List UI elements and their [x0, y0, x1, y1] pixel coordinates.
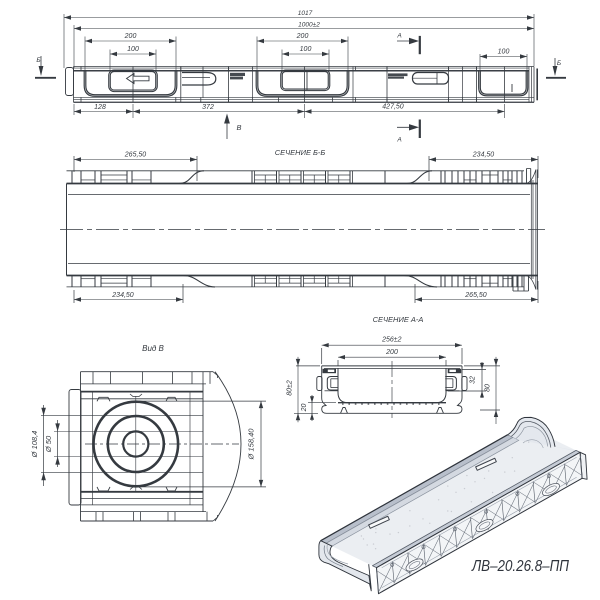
svg-text:Б: Б: [557, 60, 561, 67]
svg-text:200: 200: [296, 33, 309, 40]
svg-text:200: 200: [124, 33, 137, 40]
svg-text:256±2: 256±2: [381, 337, 402, 344]
svg-text:234,50: 234,50: [472, 152, 495, 159]
svg-text:Ø 50: Ø 50: [44, 435, 53, 453]
svg-text:А: А: [396, 33, 401, 40]
svg-text:20: 20: [301, 404, 308, 413]
svg-text:80: 80: [485, 384, 492, 392]
svg-text:100: 100: [300, 46, 312, 53]
svg-text:265,50: 265,50: [464, 292, 487, 299]
svg-text:200: 200: [385, 349, 398, 356]
svg-text:Вид В: Вид В: [142, 344, 164, 353]
svg-text:80±2: 80±2: [287, 380, 294, 396]
svg-text:372: 372: [202, 104, 214, 111]
svg-text:Ø 158,40: Ø 158,40: [247, 428, 256, 461]
svg-text:А: А: [396, 137, 401, 144]
svg-text:Ø 108,4: Ø 108,4: [30, 431, 39, 459]
svg-text:234,50: 234,50: [111, 292, 134, 299]
svg-text:427,50: 427,50: [382, 104, 404, 111]
svg-text:СЕЧЕНИЕ А-А: СЕЧЕНИЕ А-А: [373, 315, 424, 324]
svg-text:СЕЧЕНИЕ Б-Б: СЕЧЕНИЕ Б-Б: [275, 148, 326, 157]
svg-text:100: 100: [498, 49, 510, 56]
svg-text:100: 100: [127, 46, 139, 53]
svg-text:Б: Б: [36, 57, 40, 64]
svg-text:32: 32: [470, 376, 477, 384]
svg-text:ЛВ–20.26.8–ПП: ЛВ–20.26.8–ПП: [471, 558, 570, 575]
svg-text:1000±2: 1000±2: [298, 22, 320, 29]
svg-text:265,50: 265,50: [124, 152, 147, 159]
svg-text:В: В: [236, 123, 241, 132]
svg-text:128: 128: [94, 104, 106, 111]
svg-text:1017: 1017: [298, 10, 313, 17]
